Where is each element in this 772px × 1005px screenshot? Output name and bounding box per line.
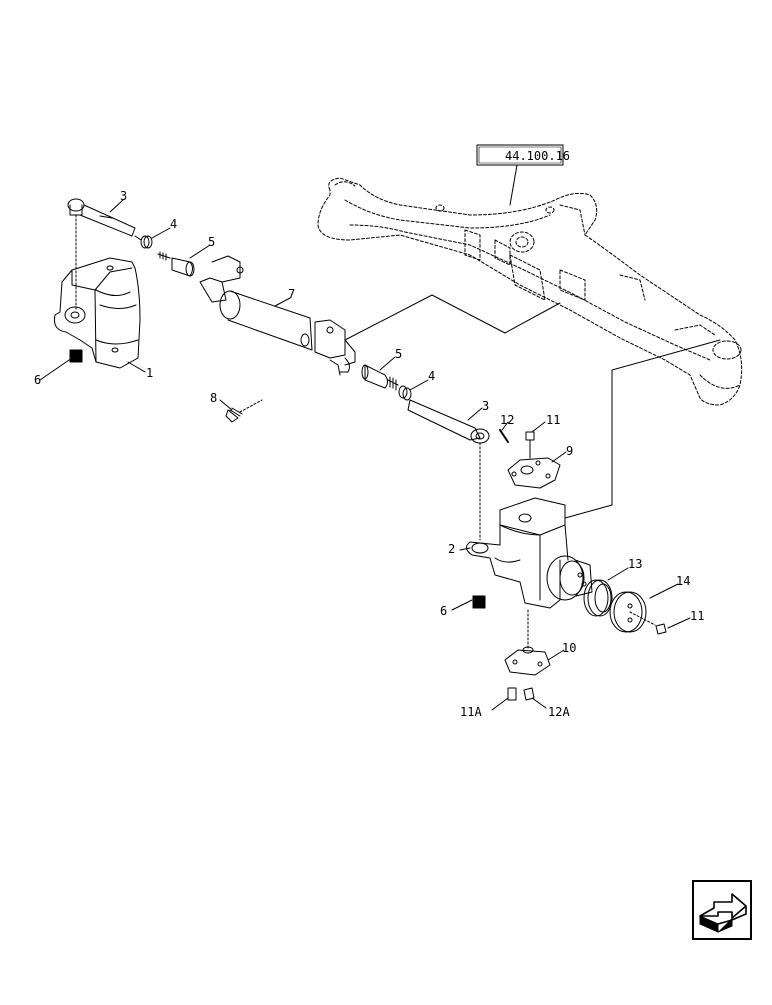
callout-14: 14 [676,574,690,588]
callout-6-right: 6 [440,604,447,618]
callout-4-left: 4 [170,217,177,231]
callout-9: 9 [566,444,573,458]
callout-13: 13 [628,557,642,571]
upper-plate [507,439,561,489]
lower-bolt [507,687,517,701]
upper-bolt [525,431,535,441]
callout-12: 12 [500,413,514,427]
left-steering-knuckle [54,257,141,369]
callout-8: 8 [210,391,217,405]
bolt-8 [225,399,263,423]
left-nut [69,349,83,363]
hub-seal [583,579,613,617]
left-tie-rod-end [67,198,136,311]
right-steering-knuckle [466,497,593,609]
cylinder-link-line [344,294,561,341]
next-page-arrow-icon [692,880,752,940]
left-adjuster [157,251,195,277]
hub-cap [609,591,656,633]
reference-code-label[interactable]: 44.100.16 [505,149,570,163]
knuckle-link-line [564,339,721,519]
reference-leader-line [509,164,518,206]
right-lock-nut [398,385,412,401]
callout-7: 7 [288,287,295,301]
left-lock-nut [134,235,153,249]
next-page-button[interactable] [692,880,752,940]
callout-2: 2 [448,542,455,556]
right-adjuster [361,364,399,391]
callout-5-right: 5 [395,347,402,361]
right-nut [472,595,486,609]
callout-1: 1 [146,366,153,380]
cap-bolt [655,623,667,635]
lower-grease-pin [523,687,535,701]
callout-4-right: 4 [428,369,435,383]
steering-cylinder [199,255,356,376]
callout-12A: 12A [548,705,570,719]
lower-plate [504,609,551,676]
callout-11-right: 11 [690,609,704,623]
callout-5-left: 5 [208,235,215,249]
axle-housing-reference [317,177,743,406]
callout-leaders [39,199,691,711]
callout-3-right: 3 [482,399,489,413]
callout-3-left: 3 [120,189,127,203]
reference-code-box[interactable] [476,144,564,166]
right-tie-rod-end [407,399,490,541]
callout-11-top: 11 [546,413,560,427]
callout-labels: 44.100.16 3 4 5 7 1 6 8 5 4 3 12 11 9 2 … [34,149,704,719]
callout-10: 10 [562,641,576,655]
callout-11A: 11A [460,705,482,719]
grease-pin [499,429,509,443]
callout-6-left: 6 [34,373,41,387]
